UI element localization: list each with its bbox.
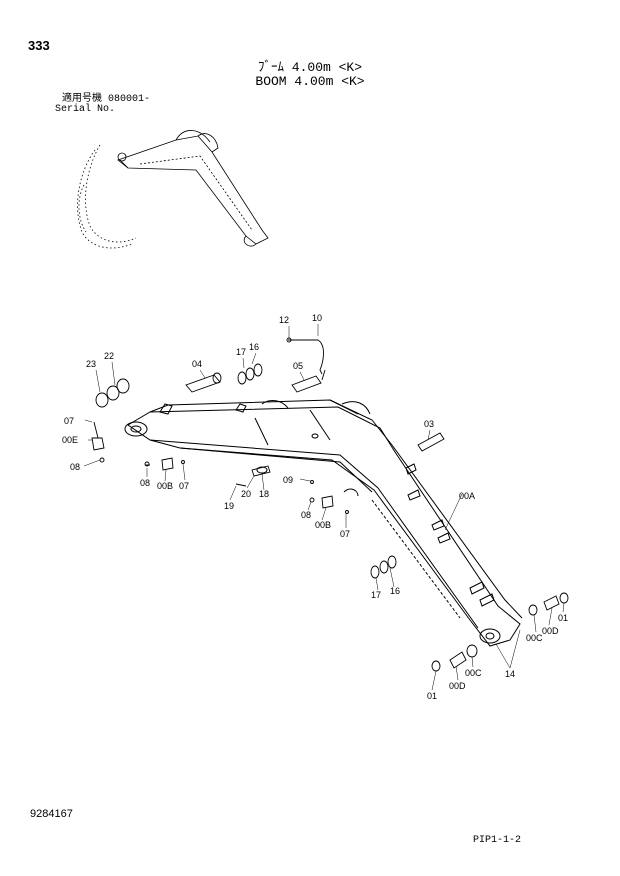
label-00e: 00E (62, 435, 78, 445)
label-17-lower: 17 (371, 590, 381, 600)
page-number: 333 (28, 38, 50, 53)
label-07-mid: 07 (179, 481, 189, 491)
label-00d-right: 00D (542, 626, 559, 636)
label-17-upper: 17 (236, 347, 246, 357)
label-19: 19 (224, 501, 234, 511)
label-03: 03 (424, 419, 434, 429)
label-07-left: 07 (64, 416, 74, 426)
label-00b-left: 00B (157, 481, 173, 491)
label-08-right: 08 (301, 510, 311, 520)
drawing-number: 9284167 (30, 808, 73, 820)
label-00c-right: 00C (526, 633, 543, 643)
label-04: 04 (192, 359, 202, 369)
title-english: BOOM 4.00m <K> (255, 74, 365, 89)
part-number-labels: 12 10 23 22 04 17 16 05 07 00E 08 08 00B… (62, 313, 568, 701)
pins-and-hardware (91, 337, 569, 672)
label-10: 10 (312, 313, 322, 323)
label-09: 09 (283, 475, 293, 485)
label-00c-left: 00C (465, 668, 482, 678)
label-05: 05 (293, 361, 303, 371)
leader-lines (83, 324, 565, 691)
label-16-lower: 16 (390, 586, 400, 596)
serial-label-en: Serial No. (55, 104, 116, 115)
label-00b-right: 00B (315, 520, 331, 530)
label-18: 18 (259, 489, 269, 499)
reference-code: PIP1-1-2 (473, 835, 522, 846)
label-12: 12 (279, 315, 289, 325)
label-01-right: 01 (558, 613, 568, 623)
serial-label-jp: 適用号機 (62, 94, 102, 105)
boom-main-body (124, 399, 523, 647)
label-00d-left: 00D (449, 681, 466, 691)
label-14: 14 (505, 669, 515, 679)
label-16-upper: 16 (249, 342, 259, 352)
label-08-left: 08 (70, 462, 80, 472)
serial-applicability: 適用号機 080001- (62, 94, 150, 105)
serial-range: 080001- (108, 94, 151, 105)
label-00a: 00A (459, 491, 475, 501)
label-23: 23 (86, 359, 96, 369)
label-08-mid: 08 (140, 478, 150, 488)
label-01-left: 01 (427, 691, 437, 701)
label-22: 22 (104, 351, 114, 361)
label-20: 20 (241, 489, 251, 499)
title-japanese: ﾌﾞｰﾑ 4.00m <K> (257, 60, 362, 75)
excavator-overview-sketch (77, 130, 269, 249)
label-07-right: 07 (340, 529, 350, 539)
